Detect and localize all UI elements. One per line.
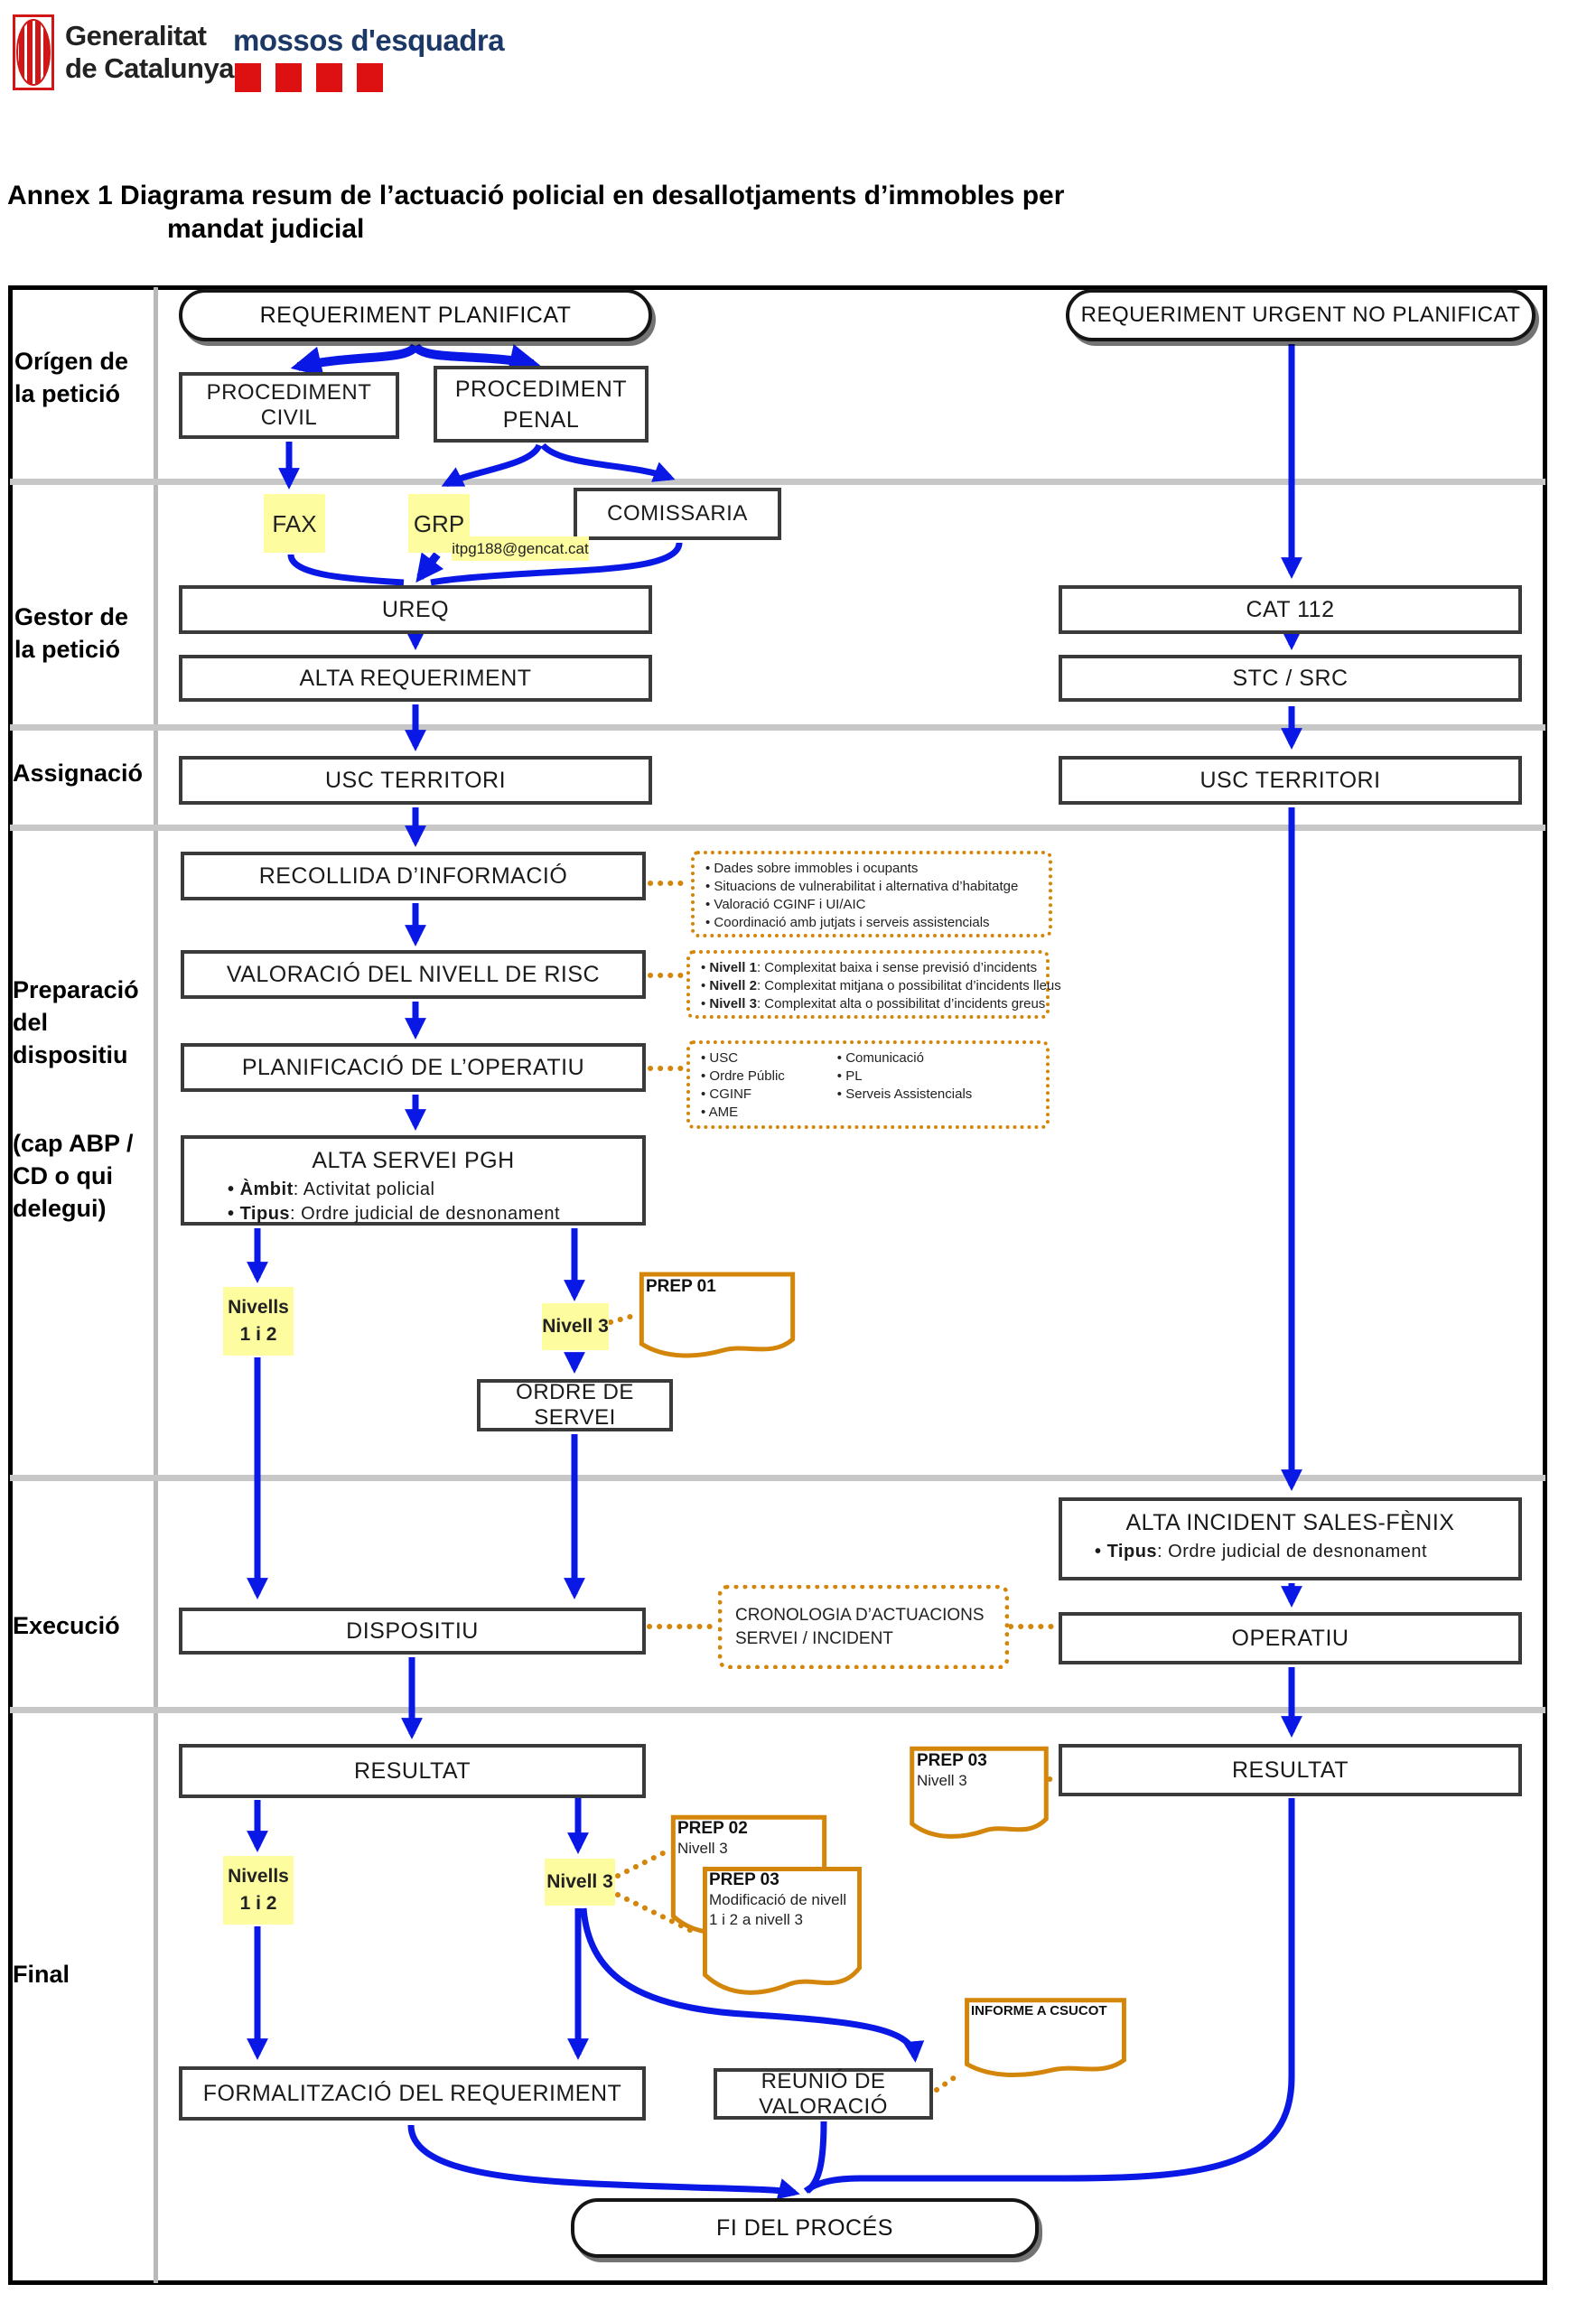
node-requeriment-planificat: REQUERIMENT PLANIFICAT [179, 289, 652, 341]
node-fi-del-proces: FI DEL PROCÉS [571, 2198, 1039, 2258]
annotation-recollida: Dades sobre immobles i ocupants Situacio… [691, 851, 1052, 937]
node-operatiu: OPERATIU [1059, 1612, 1522, 1664]
lane-label-execucio: Execució [13, 1612, 120, 1639]
mossos-wordmark: mossos d'esquadra [233, 23, 505, 57]
node-usc-territori-left: USC TERRITORI [179, 756, 652, 805]
node-planificacio-operatiu: PLANIFICACIÓ DE L’OPERATIU [181, 1043, 646, 1092]
label-nivell-3-top: Nivell 3 [542, 1303, 609, 1350]
lane-rail [154, 287, 158, 2283]
node-ordre-de-servei: ORDRE DE SERVEI [477, 1379, 673, 1431]
lane-label-final: Final [13, 1961, 70, 1988]
node-procediment-civil: PROCEDIMENT CIVIL [179, 372, 399, 439]
mossos-squares-icon [235, 63, 383, 92]
annotation-operatiu-actors: USC Ordre Públic CGINF AME Comunicació P… [686, 1040, 1050, 1129]
label-nivells-1-2-bottom: Nivells 1 i 2 [223, 1856, 294, 1925]
node-alta-requeriment: ALTA REQUERIMENT [179, 655, 652, 702]
generalitat-wordmark: Generalitat de Catalunya [65, 20, 234, 84]
node-resultat-left: RESULTAT [179, 1744, 646, 1798]
node-cat112: CAT 112 [1059, 585, 1522, 634]
node-reunio-valoracio: REUNIÓ DE VALORACIÓ [714, 2068, 933, 2120]
node-formalitzacio: FORMALITZACIÓ DEL REQUERIMENT [179, 2066, 646, 2121]
node-usc-territori-right: USC TERRITORI [1059, 756, 1522, 805]
lane-label-preparacio: Preparació del dispositiu [13, 976, 139, 1068]
page-title-line1: Annex 1 Diagrama resum de l’actuació pol… [7, 181, 1065, 210]
node-dispositiu: DISPOSITIU [179, 1608, 646, 1655]
lane-label-origen: Orígen de la petició [14, 348, 129, 407]
label-nivell-3-bottom: Nivell 3 [545, 1859, 615, 1906]
node-fax: FAX [264, 494, 325, 553]
doc-prep01: PREP 01 [637, 1272, 798, 1362]
lane-divider [10, 724, 1545, 731]
lane-label-gestor: Gestor de la petició [14, 603, 129, 663]
node-requeriment-urgent: REQUERIMENT URGENT NO PLANIFICAT [1066, 289, 1535, 341]
lane-divider [10, 479, 1545, 485]
annotation-nivells-risc: Nivell 1: Complexitat baixa i sense prev… [686, 950, 1061, 1019]
node-recollida-informacio: RECOLLIDA D’INFORMACIÓ [181, 852, 646, 900]
lane-divider [10, 825, 1545, 831]
annotation-cronologia: CRONOLOGIA D’ACTUACIONS SERVEI / INCIDEN… [718, 1585, 1009, 1669]
node-ureq: UREQ [179, 585, 652, 634]
doc-prep03-modificacio: PREP 03 Modificació de nivell 1 i 2 a ni… [700, 1865, 864, 2002]
node-alta-servei-pgh-title: ALTA SERVEI PGH [312, 1148, 515, 1173]
email-label: itpg188@gencat.cat [452, 536, 589, 561]
label-nivells-1-2-top: Nivells 1 i 2 [223, 1287, 294, 1356]
node-stc-src: STC / SRC [1059, 655, 1522, 702]
node-comissaria: COMISSARIA [574, 488, 781, 540]
node-resultat-right: RESULTAT [1059, 1744, 1522, 1796]
node-procediment-penal: PROCEDIMENT PENAL [434, 366, 649, 443]
node-alta-servei-pgh-bullets: Àmbit: Activitat policial Tipus: Ordre j… [184, 1178, 642, 1226]
node-valoracio-risc: VALORACIÓ DEL NIVELL DE RISC [181, 950, 646, 999]
page-title: Annex 1 Diagrama resum de l’actuació pol… [7, 179, 1543, 246]
node-alta-incident-fenix: ALTA INCIDENT SALES-FÈNIX Tipus: Ordre j… [1059, 1497, 1522, 1580]
doc-informe-csucot: INFORME A CSUCOT [962, 1998, 1129, 2081]
doc-prep03-right: PREP 03 Nivell 3 [908, 1746, 1050, 1843]
node-alta-incident-title: ALTA INCIDENT SALES-FÈNIX [1125, 1510, 1455, 1535]
generalitat-logo-icon [13, 14, 54, 90]
lane-label-assignacio: Assignació [13, 760, 144, 787]
lane-label-preparacio-sub: (cap ABP / CD o qui delegui) [13, 1130, 134, 1222]
lane-divider [10, 1475, 1545, 1481]
lane-divider [10, 1707, 1545, 1713]
page-title-line2: mandat judicial [167, 214, 365, 244]
node-alta-servei-pgh: ALTA SERVEI PGH Àmbit: Activitat policia… [181, 1135, 646, 1226]
node-alta-incident-bullets: Tipus: Ordre judicial de desnonament [1062, 1540, 1518, 1564]
